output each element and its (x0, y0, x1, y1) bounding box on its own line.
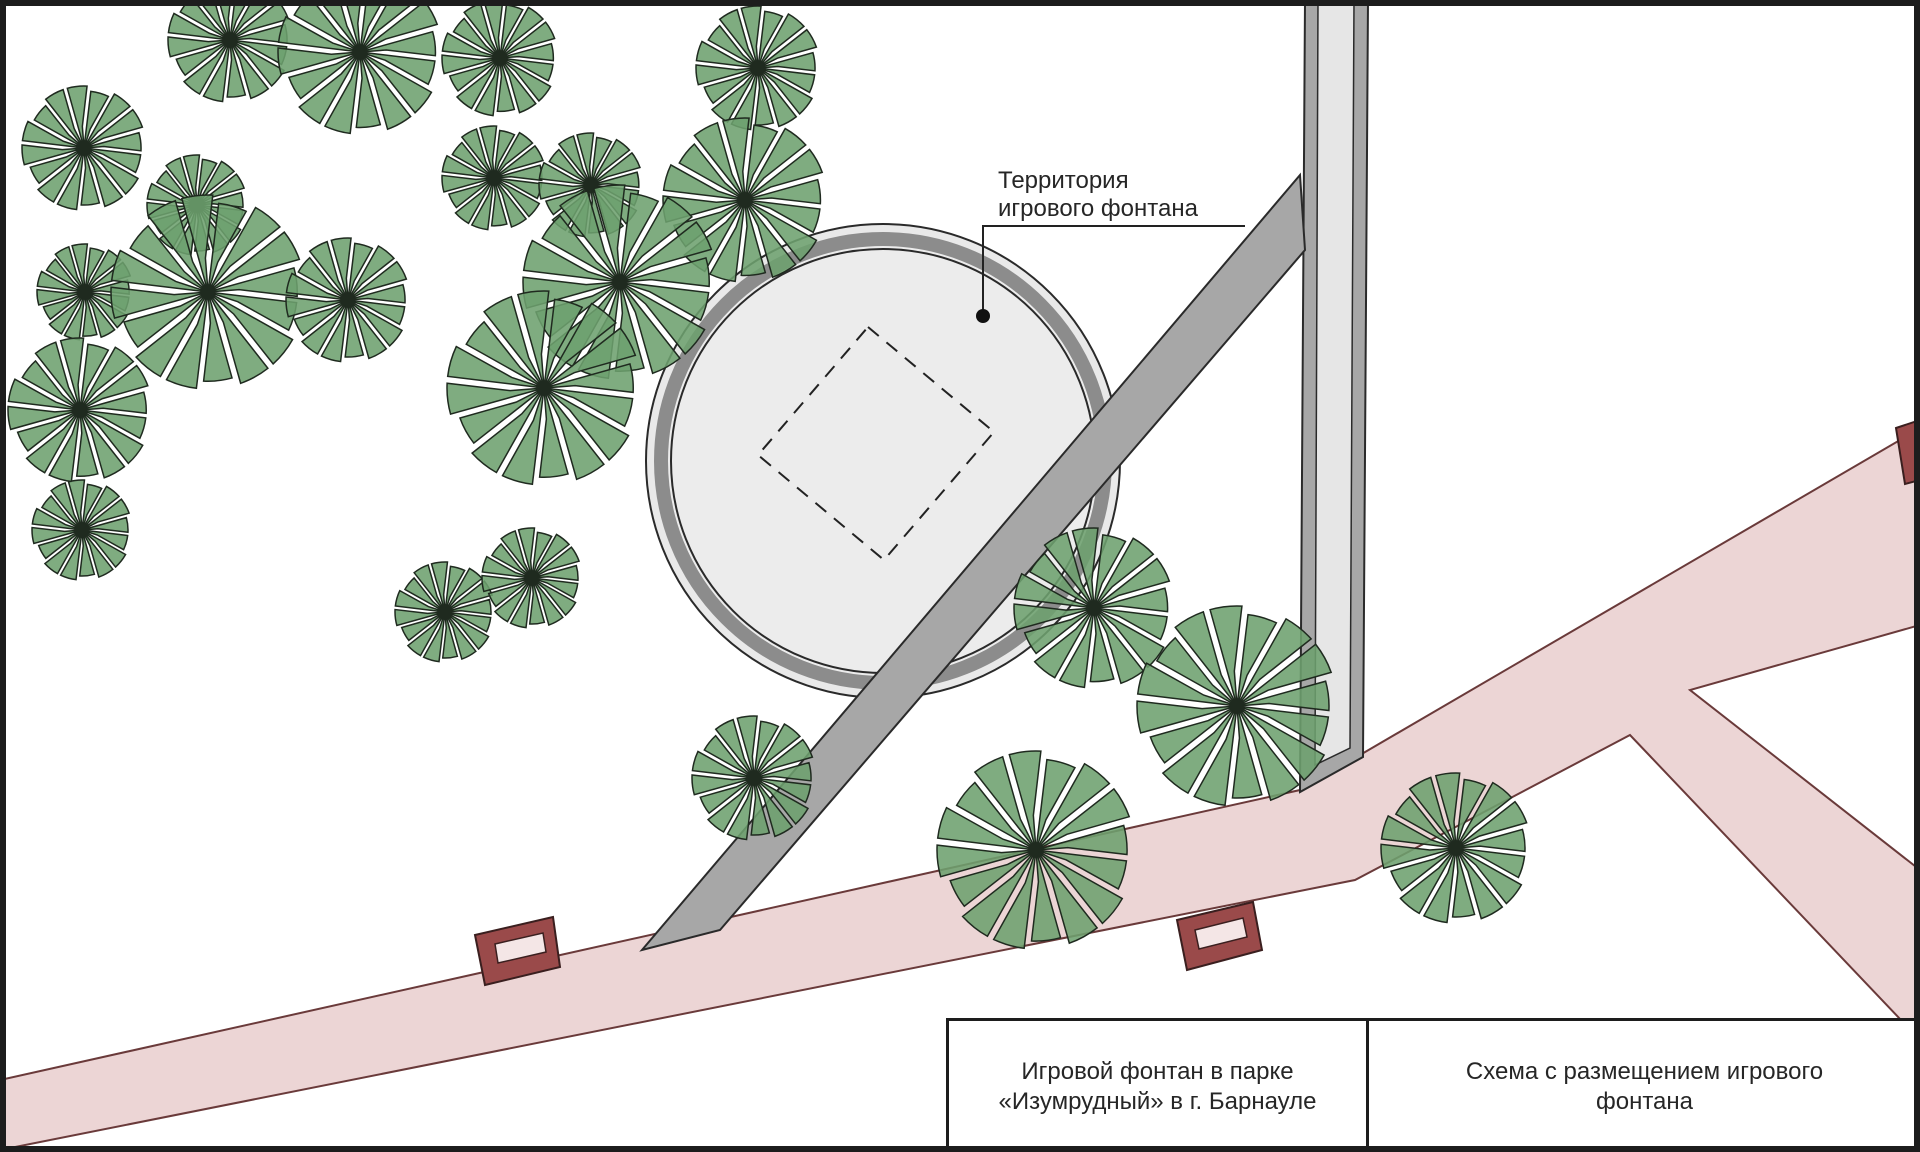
tree-crown (691, 715, 814, 841)
label-leader-line (982, 225, 1245, 316)
tree-crown (110, 194, 301, 390)
title-sheet-line-2: фонтана (1595, 1087, 1693, 1115)
tree-crown (277, 0, 439, 135)
title-sheet-line-1: Схема с размещением игрового (1465, 1057, 1824, 1085)
tree-crown (21, 85, 144, 211)
fountain-territory-label: Территория игрового фонтана (998, 167, 1238, 223)
tree-crown (441, 125, 544, 231)
bench (1175, 900, 1264, 972)
main-walkway (0, 438, 1920, 1152)
tree-crown (1013, 527, 1171, 689)
title-cell-sheet: Схема с размещением игрового фонтана (1369, 1021, 1920, 1152)
tree-crown (446, 290, 637, 486)
tree-crown (167, 0, 290, 103)
tree-crown (31, 479, 131, 581)
tree-crown (481, 527, 581, 629)
label-leader-dot (976, 309, 990, 323)
title-block: Игровой фонтан в парке «Изумрудный» в г.… (946, 1018, 1920, 1152)
fountain-play-area (756, 325, 996, 562)
tree-crown (1136, 605, 1333, 807)
label-line-2: игрового фонтана (998, 195, 1198, 222)
label-line-1: Территория (998, 167, 1129, 194)
tree-crown (7, 337, 149, 483)
title-cell-project: Игровой фонтан в парке «Изумрудный» в г.… (949, 1021, 1369, 1152)
title-project-line-2: «Изумрудный» в г. Барнауле (998, 1087, 1317, 1115)
tree-crown (695, 5, 818, 131)
title-project-line-1: Игровой фонтан в парке (1021, 1057, 1294, 1085)
tree-crown (285, 237, 408, 363)
tree-crown (936, 750, 1131, 950)
bench (473, 915, 562, 987)
tree-crown (1380, 772, 1528, 924)
vertical-gray-path-inner (1314, 0, 1355, 767)
tree-crown (441, 0, 556, 117)
tree-crown (394, 561, 494, 663)
tree-group (7, 0, 1528, 950)
